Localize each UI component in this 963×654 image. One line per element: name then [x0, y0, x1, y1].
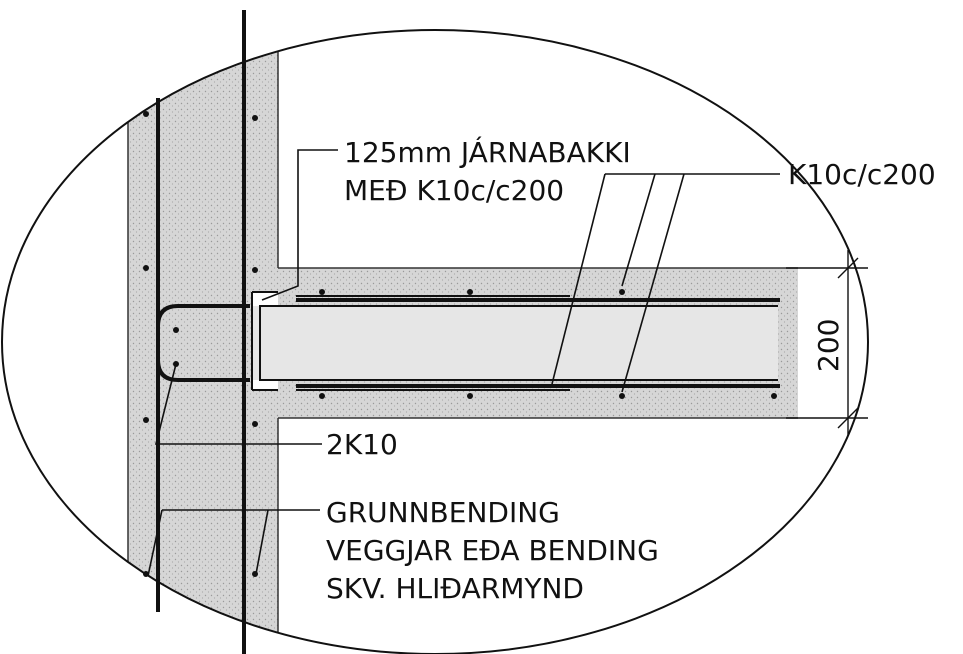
- u-bar-loop: [156, 304, 250, 382]
- label-slab-bars: K10c/c200: [788, 158, 936, 191]
- label-rebar-tray-1: 125mm JÁRNABAKKI: [344, 135, 631, 169]
- label-wall-note-1: GRUNNBENDING: [326, 496, 560, 529]
- detail-boundary: [1, 29, 869, 654]
- rebar-dots: [143, 111, 777, 577]
- leader-lines: [147, 149, 780, 577]
- rebar-tray-pocket: [252, 306, 778, 380]
- label-wall-note-2: VEGGJAR EÐA BENDING: [326, 534, 659, 567]
- label-corner-bars: 2K10: [326, 428, 398, 461]
- concrete-regions: [127, 30, 798, 654]
- slab-rebars: [296, 295, 780, 391]
- dimension-label-200: 200: [812, 319, 845, 372]
- dimension-200: [786, 250, 868, 436]
- label-wall-note-3: SKV. HLIÐARMYND: [326, 572, 584, 605]
- label-rebar-tray-2: MEÐ K10c/c200: [344, 174, 564, 207]
